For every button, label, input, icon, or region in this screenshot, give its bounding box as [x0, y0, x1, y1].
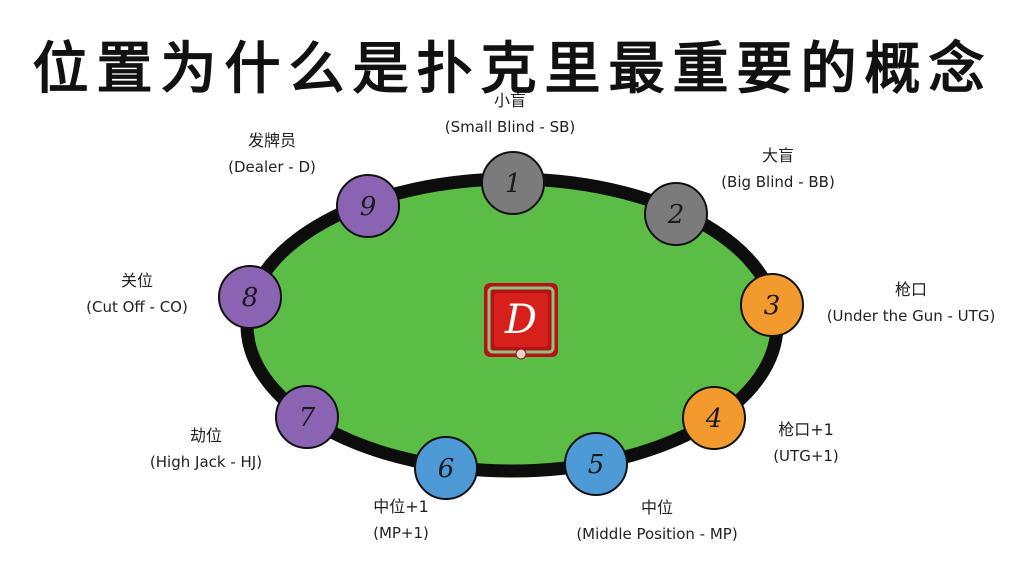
seat-number: 5 [588, 450, 605, 480]
seat-label-cn: 小盲 [494, 91, 526, 110]
seat-label-8: 关位 (Cut Off - CO) [86, 271, 188, 316]
dealer-button: D [484, 283, 558, 360]
seat-label-2: 大盲 (Big Blind - BB) [721, 146, 835, 191]
seat-number: 4 [705, 404, 723, 434]
seat-9: 9 [336, 174, 400, 238]
seats: 1 2 3 4 5 6 7 8 9 [218, 151, 804, 500]
seat-label-4: 枪口+1 (UTG+1) [773, 420, 839, 465]
seat-label-en: (High Jack - HJ) [150, 453, 262, 471]
seat-label-cn: 关位 [121, 271, 153, 290]
seat-number: 9 [360, 192, 377, 222]
seat-3: 3 [740, 273, 804, 337]
seat-labels: 小盲 (Small Blind - SB) 大盲 (Big Blind - BB) 枪口… [86, 91, 995, 543]
seat-circle [414, 436, 478, 500]
page-title: 位置为什么是扑克里最重要的概念 [32, 37, 993, 102]
seat-number: 1 [505, 169, 522, 199]
seat-4: 4 [682, 386, 746, 450]
seat-label-en: (Cut Off - CO) [86, 298, 188, 316]
seat-label-cn: 发牌员 [248, 131, 296, 150]
seat-label-en: (UTG+1) [773, 447, 839, 465]
seat-label-cn: 中位 [641, 498, 673, 517]
seat-label-en: (Small Blind - SB) [445, 118, 576, 136]
seat-circle [218, 265, 282, 329]
seat-label-cn: 枪口+1 [778, 420, 834, 439]
seat-2: 2 [644, 182, 708, 246]
mic-icon [515, 348, 527, 360]
seat-circle [740, 273, 804, 337]
seat-label-6: 中位+1 (MP+1) [373, 497, 429, 542]
seat-1: 1 [481, 151, 545, 215]
seat-label-cn: 中位+1 [373, 497, 429, 516]
seat-circle [336, 174, 400, 238]
seat-number: 2 [667, 200, 685, 230]
seat-label-3: 枪口 (Under the Gun - UTG) [827, 280, 996, 325]
seat-label-9: 发牌员 (Dealer - D) [228, 131, 316, 176]
seat-8: 8 [218, 265, 282, 329]
seat-label-5: 中位 (Middle Position - MP) [576, 498, 737, 543]
seat-circle [564, 432, 628, 496]
seat-label-en: (Under the Gun - UTG) [827, 307, 996, 325]
seat-circle [682, 386, 746, 450]
seat-label-en: (Middle Position - MP) [576, 525, 737, 543]
seat-7: 7 [275, 385, 339, 449]
seat-label-cn: 大盲 [762, 146, 794, 165]
seat-label-en: (Big Blind - BB) [721, 173, 835, 191]
seat-circle [481, 151, 545, 215]
seat-circle [275, 385, 339, 449]
seat-label-1: 小盲 (Small Blind - SB) [445, 91, 576, 136]
seat-label-cn: 枪口 [895, 280, 927, 299]
seat-number: 7 [299, 403, 316, 433]
seat-label-en: (MP+1) [373, 524, 429, 542]
seat-circle [644, 182, 708, 246]
seat-6: 6 [414, 436, 478, 500]
seat-number: 8 [242, 283, 259, 313]
seat-label-7: 劫位 (High Jack - HJ) [150, 426, 262, 471]
seat-label-en: (Dealer - D) [228, 158, 316, 176]
seat-label-cn: 劫位 [190, 426, 222, 445]
seat-number: 3 [764, 291, 781, 321]
dealer-letter: D [504, 297, 537, 343]
seat-5: 5 [564, 432, 628, 496]
seat-number: 6 [438, 454, 455, 484]
